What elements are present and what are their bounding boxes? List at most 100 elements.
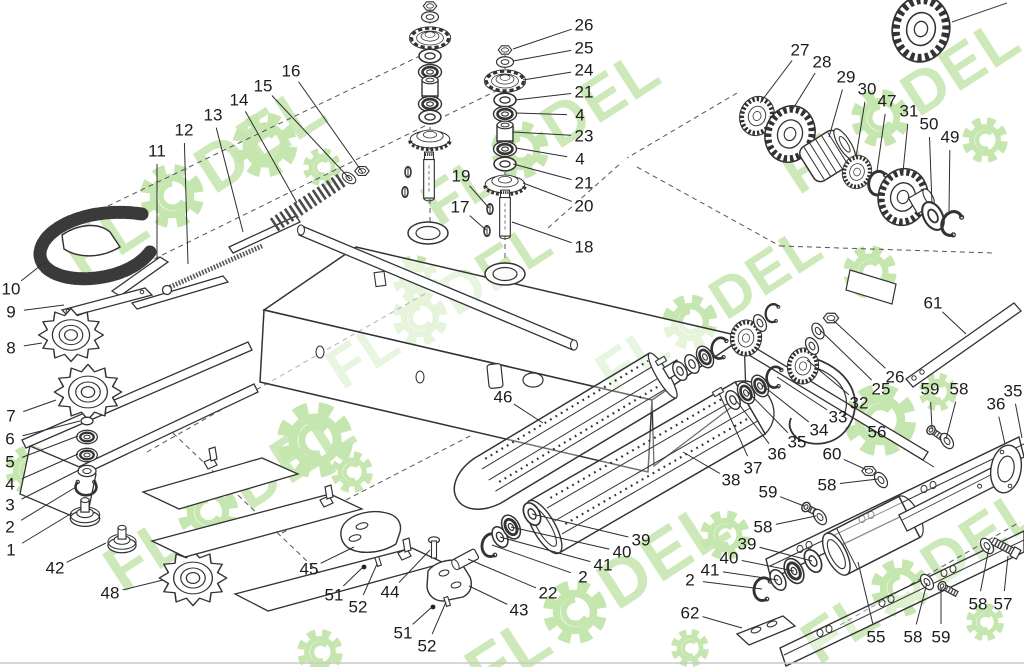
part-number-label: 40 xyxy=(613,543,632,562)
part-number-label: 55 xyxy=(867,628,886,647)
callout-55: 55 xyxy=(857,561,886,647)
pin-52 xyxy=(374,555,383,568)
watermark-gear-icon xyxy=(672,630,708,666)
part-number-label: 46 xyxy=(494,388,513,407)
part-number-label: 60 xyxy=(823,445,842,464)
callout-58: 58 xyxy=(945,380,969,440)
part-number-label: 59 xyxy=(921,380,940,399)
callout-17: 17 xyxy=(451,198,487,231)
part-number-label: 52 xyxy=(349,598,368,617)
part-number-label: 58 xyxy=(950,380,969,399)
leader-line xyxy=(343,567,363,587)
frame-boss-left xyxy=(407,221,449,245)
part-number-label: 36 xyxy=(987,395,1006,414)
leader-line xyxy=(876,113,886,172)
leader-line xyxy=(998,416,1006,445)
callout-26: 26 xyxy=(512,16,593,50)
part-number-label: 43 xyxy=(510,601,529,620)
strip-bar-61 xyxy=(905,302,1022,388)
leader-line xyxy=(1003,555,1009,592)
callout-51: 51 xyxy=(325,567,363,605)
part-number-label: 36 xyxy=(768,445,787,464)
callout-60: 60 xyxy=(823,445,868,471)
part-number-label: 47 xyxy=(878,92,897,111)
part-number-label: 35 xyxy=(1004,382,1023,401)
leader-line xyxy=(244,111,298,204)
callout-43: 43 xyxy=(468,585,529,620)
leader-line xyxy=(759,60,793,104)
leader-line xyxy=(828,89,843,138)
callout-19: 19 xyxy=(452,167,490,209)
callout-37: 37 xyxy=(718,392,762,478)
callout-61: 61 xyxy=(924,294,967,335)
part-number-label: 52 xyxy=(418,637,437,656)
leader-line xyxy=(183,142,189,265)
leader-line xyxy=(776,376,828,411)
callout-1: 1 xyxy=(6,512,73,560)
leader-line xyxy=(20,486,77,521)
lower-front-hardware xyxy=(340,499,546,610)
leader-line xyxy=(682,451,721,474)
callout-36: 36 xyxy=(734,398,787,464)
callout-6: 6 xyxy=(5,420,81,449)
part-number-label: 22 xyxy=(539,584,558,603)
leader-line xyxy=(855,101,866,158)
part-number-label: 12 xyxy=(175,121,194,140)
part-number-label: 24 xyxy=(575,61,594,80)
callout-4: 4 xyxy=(515,147,585,169)
part-number-label: 41 xyxy=(594,556,613,575)
callout-39: 39 xyxy=(738,535,813,562)
part-number-label: 58 xyxy=(754,518,773,537)
callout-58: 58 xyxy=(818,476,879,495)
part-number-label: 35 xyxy=(788,433,807,452)
roller-tube-55 xyxy=(821,495,924,576)
callout-9: 9 xyxy=(6,303,65,322)
part-number-label: 18 xyxy=(575,238,594,257)
leader-line xyxy=(843,458,868,471)
part-number-label: 26 xyxy=(886,368,905,387)
callout-2: 2 xyxy=(685,571,763,590)
part-number-label: 50 xyxy=(920,115,939,134)
callout-29: 29 xyxy=(828,68,855,138)
callout-35: 35 xyxy=(747,391,807,452)
callout-58: 58 xyxy=(754,515,817,537)
part-number-label: 40 xyxy=(720,549,739,568)
leader-line xyxy=(522,182,573,202)
leader-line xyxy=(23,304,65,311)
callout-57: 57 xyxy=(994,555,1012,614)
callout-59: 59 xyxy=(759,483,805,507)
part-number-label: 28 xyxy=(813,53,832,72)
bottom-left-plates xyxy=(141,446,446,612)
part-number-label: 41 xyxy=(701,561,720,580)
part-number-label: 1 xyxy=(6,541,15,560)
callout-35: 35 xyxy=(1004,382,1023,439)
bevel-gear-train xyxy=(735,92,967,240)
part-number-label: 45 xyxy=(300,560,319,579)
leader-line xyxy=(514,93,572,101)
part-number-label: 30 xyxy=(858,80,877,99)
part-number-label: 59 xyxy=(932,628,951,647)
callout-34: 34 xyxy=(761,384,828,440)
leader-line xyxy=(22,420,81,437)
leader-line xyxy=(819,329,873,381)
callout-2: 2 xyxy=(5,486,77,537)
leader-line xyxy=(469,215,487,231)
left-sprocket-column xyxy=(37,307,228,607)
part-number-label: 51 xyxy=(325,586,344,605)
leader-line xyxy=(857,561,874,625)
part-number-label: 7 xyxy=(6,407,15,426)
callout-4: 4 xyxy=(515,106,585,125)
leader-line xyxy=(1014,403,1023,439)
watermark-gear-icon xyxy=(299,631,342,667)
part-number-label: 14 xyxy=(230,91,249,110)
splined-hub xyxy=(799,128,857,183)
leader-line xyxy=(320,546,355,564)
end-flange xyxy=(989,444,1023,494)
part-number-label: 23 xyxy=(575,127,594,146)
part-number-label: 16 xyxy=(282,62,301,81)
callout-labels: 1615141312111098765432142482625242142342… xyxy=(2,16,1023,656)
leader-line xyxy=(66,542,107,563)
part-number-label: 4 xyxy=(5,475,14,494)
